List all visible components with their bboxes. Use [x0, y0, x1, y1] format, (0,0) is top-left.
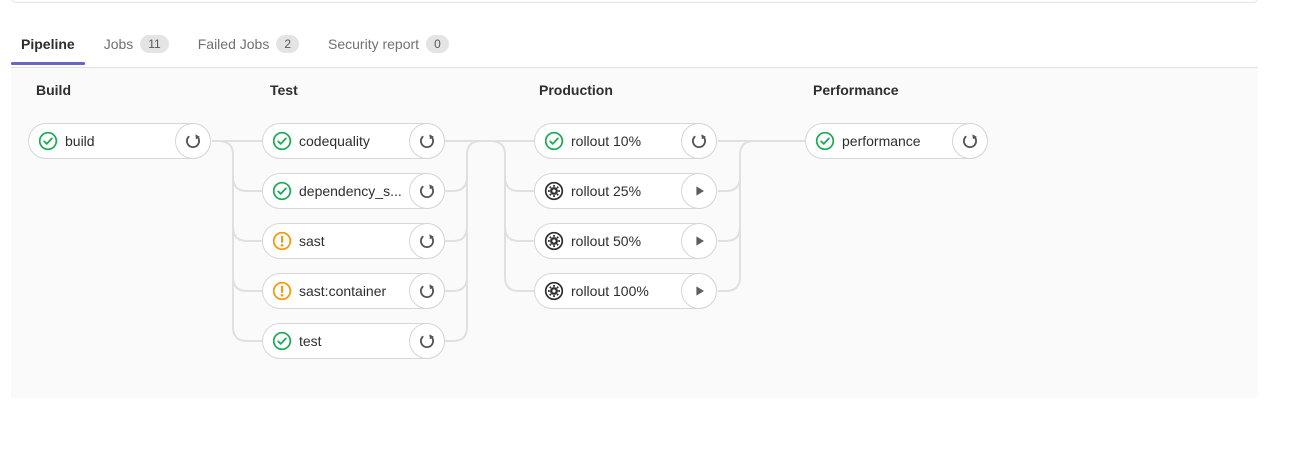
retry-icon	[185, 133, 201, 149]
job-label: test	[299, 333, 322, 349]
job-build: build	[28, 123, 211, 159]
retry-job-button[interactable]	[409, 123, 445, 159]
tab-jobs-label: Jobs	[103, 35, 134, 52]
tab-pipeline-label: Pipeline	[21, 35, 75, 52]
tab-failed-jobs[interactable]: Failed Jobs 2	[188, 20, 309, 67]
pipeline-summary-card-edge	[11, 0, 1258, 3]
retry-job-button[interactable]	[175, 123, 211, 159]
stage-title-performance: Performance	[813, 82, 899, 98]
play-icon	[691, 283, 707, 299]
job-label: sast	[299, 233, 325, 249]
play-job-button[interactable]	[681, 173, 717, 209]
play-icon	[691, 233, 707, 249]
status-warning-icon	[272, 231, 292, 251]
job-codequality: codequality	[262, 123, 445, 159]
tab-jobs[interactable]: Jobs 11	[94, 20, 179, 67]
retry-icon	[419, 283, 435, 299]
job-label: performance	[842, 133, 921, 149]
retry-icon	[419, 183, 435, 199]
job-test: test	[262, 323, 445, 359]
tab-jobs-count-badge: 11	[140, 34, 169, 53]
retry-job-button[interactable]	[681, 123, 717, 159]
retry-icon	[419, 233, 435, 249]
job-label: codequality	[299, 133, 370, 149]
retry-job-button[interactable]	[409, 173, 445, 209]
retry-icon	[691, 133, 707, 149]
retry-icon	[962, 133, 978, 149]
stage-title-build: Build	[36, 82, 71, 98]
play-icon	[691, 183, 707, 199]
pipeline-tabbar: Pipeline Jobs 11 Failed Jobs 2 Security …	[11, 20, 1258, 68]
job-rollout-50: rollout 50%	[534, 223, 717, 259]
job-label: rollout 10%	[571, 133, 642, 149]
job-sast-container: sast:container	[262, 273, 445, 309]
job-label: rollout 100%	[571, 283, 649, 299]
status-manual-icon	[544, 181, 564, 201]
job-label: dependency_s...	[299, 183, 401, 199]
status-success-icon	[815, 131, 835, 151]
retry-job-button[interactable]	[409, 223, 445, 259]
job-label: rollout 50%	[571, 233, 642, 249]
status-success-icon	[544, 131, 564, 151]
retry-job-button[interactable]	[952, 123, 988, 159]
job-performance: performance	[805, 123, 988, 159]
job-label: build	[65, 133, 95, 149]
job-rollout-25-pill[interactable]: rollout 25%	[534, 173, 717, 209]
job-sast: sast	[262, 223, 445, 259]
job-rollout-100: rollout 100%	[534, 273, 717, 309]
retry-job-button[interactable]	[409, 323, 445, 359]
tab-security-report[interactable]: Security report 0	[318, 20, 459, 67]
retry-icon	[419, 133, 435, 149]
tab-failed-jobs-count-badge: 2	[276, 34, 300, 53]
status-manual-icon	[544, 231, 564, 251]
play-job-button[interactable]	[681, 273, 717, 309]
retry-job-button[interactable]	[409, 273, 445, 309]
tab-security-report-label: Security report	[328, 35, 420, 52]
status-success-icon	[272, 181, 292, 201]
status-success-icon	[38, 131, 58, 151]
status-success-icon	[272, 131, 292, 151]
connector-lines	[212, 140, 805, 342]
pipeline-graph: Build Test Production Performance build …	[11, 68, 1258, 398]
retry-icon	[419, 333, 435, 349]
play-job-button[interactable]	[681, 223, 717, 259]
stage-title-test: Test	[270, 82, 298, 98]
job-label: sast:container	[299, 283, 387, 299]
tab-failed-jobs-label: Failed Jobs	[197, 35, 270, 52]
status-warning-icon	[272, 281, 292, 301]
job-rollout-10: rollout 10%	[534, 123, 717, 159]
job-rollout-25: rollout 25%	[534, 173, 717, 209]
stage-title-production: Production	[539, 82, 613, 98]
tab-pipeline[interactable]: Pipeline	[11, 20, 85, 67]
status-success-icon	[272, 331, 292, 351]
status-manual-icon	[544, 281, 564, 301]
job-label: rollout 25%	[571, 183, 642, 199]
job-dependency-scanning: dependency_s...	[262, 173, 445, 209]
tab-security-report-count-badge: 0	[426, 34, 449, 53]
